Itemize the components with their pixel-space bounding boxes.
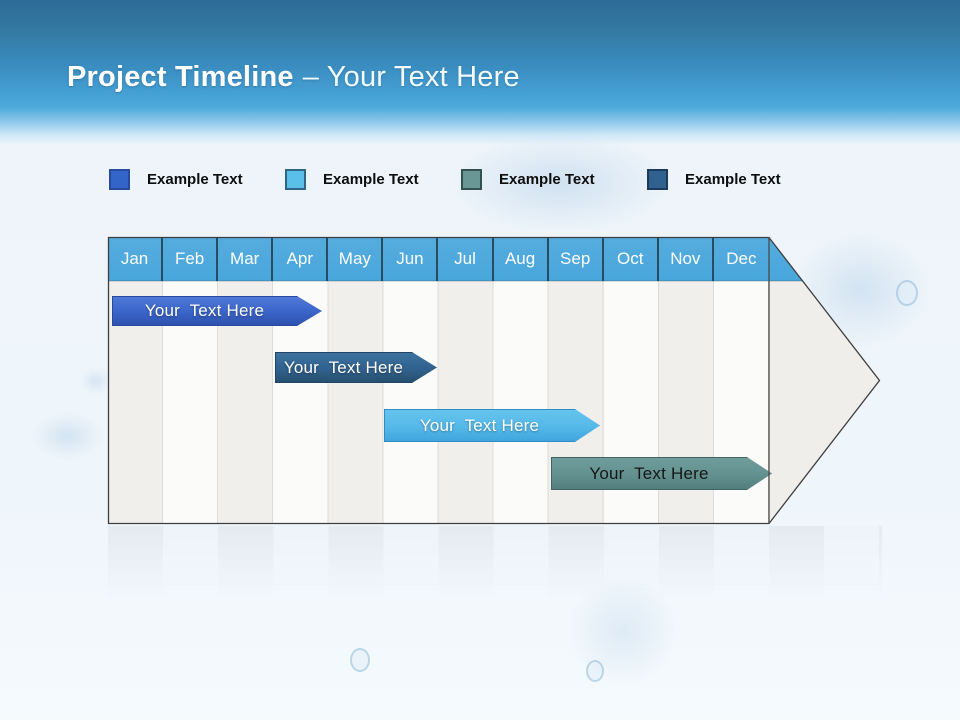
timeline-bar[interactable]: Your Text Here (275, 352, 437, 383)
legend-swatch (647, 168, 668, 190)
timeline-bar[interactable]: Your Text Here (112, 296, 322, 326)
water-droplet-decoration (896, 280, 918, 306)
timeline-bar[interactable]: Your Text Here (384, 409, 600, 442)
legend-item[interactable]: Example Text (285, 167, 419, 191)
title-subtitle: – Your Text Here (302, 61, 520, 93)
timeline-reflection (108, 526, 882, 606)
legend-label: Example Text (323, 170, 419, 188)
legend-swatch (461, 168, 482, 190)
title-main: Project Timeline (67, 61, 294, 93)
legend-swatch (285, 168, 306, 190)
timeline-bar[interactable]: Your Text Here (551, 457, 772, 490)
legend-swatch (109, 168, 130, 190)
legend-item[interactable]: Example Text (109, 167, 243, 191)
legend: Example Text Example Text Example Text Exam… (0, 167, 960, 193)
legend-label: Example Text (499, 170, 595, 188)
page-title[interactable]: Project Timeline– Your Text Here (67, 61, 520, 94)
legend-item[interactable]: Example Text (647, 167, 781, 191)
legend-label: Example Text (147, 170, 243, 188)
water-droplet-decoration (350, 648, 370, 672)
water-splash-decoration (20, 405, 115, 467)
water-droplet-decoration (586, 660, 604, 682)
legend-label: Example Text (685, 170, 781, 188)
legend-item[interactable]: Example Text (461, 167, 595, 191)
